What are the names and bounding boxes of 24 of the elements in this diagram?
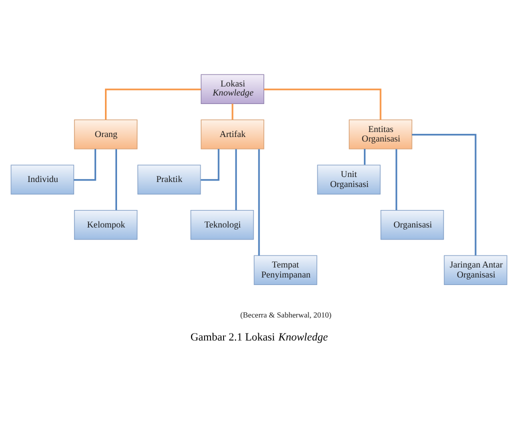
connector bbox=[115, 149, 118, 210]
connector bbox=[104, 88, 201, 120]
connector bbox=[74, 149, 96, 181]
node-box: Artifak bbox=[200, 120, 264, 150]
connector bbox=[258, 149, 260, 256]
connector bbox=[412, 134, 476, 256]
connector bbox=[200, 149, 220, 181]
node-box: Organisasi bbox=[380, 210, 444, 240]
node-box: Lokasi Knowledge bbox=[200, 74, 264, 104]
node-box: Entitas Organisasi bbox=[348, 120, 412, 150]
connector bbox=[364, 148, 366, 165]
caption: Gambar 2.1 Lokasi Knowledge bbox=[190, 332, 328, 344]
node-box: Teknologi bbox=[190, 210, 254, 240]
node-box: Individu bbox=[10, 164, 74, 195]
connector bbox=[264, 88, 382, 120]
node-box: Unit Organisasi bbox=[317, 164, 381, 195]
node-box: Tempat Penyimpanan bbox=[254, 255, 318, 286]
connector bbox=[232, 104, 234, 120]
node-box: Kelompok bbox=[74, 210, 138, 240]
node-box: Orang bbox=[74, 120, 138, 150]
connector bbox=[396, 149, 398, 210]
node-box: Praktik bbox=[137, 164, 201, 195]
node-box: Jaringan Antar Organisasi bbox=[444, 255, 508, 286]
connector bbox=[235, 149, 237, 210]
